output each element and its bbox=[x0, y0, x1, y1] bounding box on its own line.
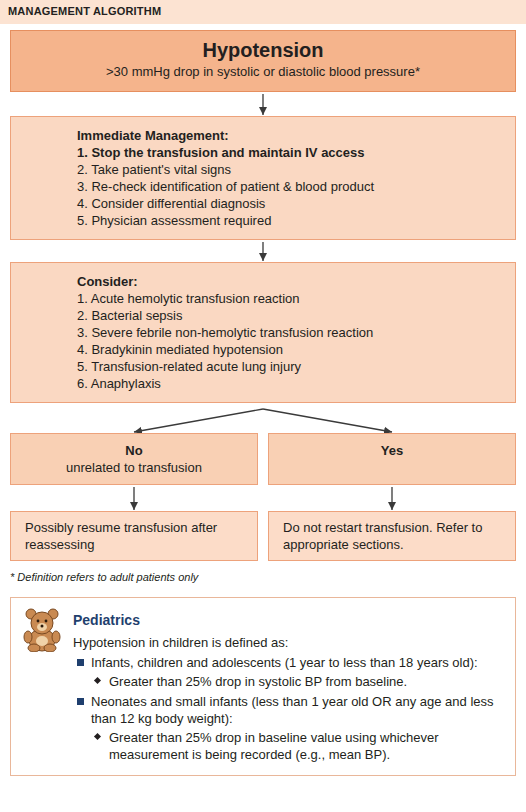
text-line: Do not restart transfusion. Refer to app… bbox=[283, 519, 505, 553]
box-text: >30 mmHg drop in systolic or diastolic b… bbox=[106, 64, 420, 79]
box-heading: Do not restart transfusion. Refer to app… bbox=[283, 520, 482, 552]
text-line: 5. Transfusion-related acute lung injury bbox=[77, 358, 503, 375]
box-text: 3. Severe febrile non-hemolytic transfus… bbox=[77, 325, 373, 340]
box-text: 6. Anaphylaxis bbox=[77, 376, 161, 391]
box-text: Neonates and small infants (less than 1 … bbox=[91, 694, 494, 726]
text-line: Consider: bbox=[77, 273, 503, 290]
teddy-bear-icon bbox=[19, 606, 65, 652]
box-heading: Immediate Management: bbox=[77, 128, 229, 143]
text-line: Hypotension bbox=[23, 37, 503, 63]
box-text: 4. Bradykinin mediated hypotension bbox=[77, 342, 283, 357]
box-heading: Possibly resume transfusion after reasse… bbox=[25, 520, 217, 552]
text-line: 1. Acute hemolytic transfusion reaction bbox=[77, 290, 503, 307]
text-line: No bbox=[19, 442, 249, 459]
flow-arrow bbox=[262, 94, 263, 115]
box-heading: Yes bbox=[381, 443, 403, 458]
process-box: Immediate Management: 1. Stop the transfu… bbox=[10, 116, 516, 240]
box-heading: Hypotension bbox=[202, 39, 323, 61]
text-line: 3. Severe febrile non-hemolytic transfus… bbox=[77, 324, 503, 341]
process-box: Consider: 1. Acute hemolytic transfusion … bbox=[10, 262, 516, 403]
note-box: PediatricsHypotension in children is def… bbox=[10, 597, 516, 776]
start-box: Hypotension >30 mmHg drop in systolic or … bbox=[10, 30, 516, 92]
box-text: 4. Consider differential diagnosis bbox=[77, 196, 265, 211]
flow-arrow bbox=[391, 487, 392, 510]
box-text: Hypotension in children is defined as: bbox=[73, 635, 288, 650]
box-text: Greater than 25% drop in systolic BP fro… bbox=[109, 674, 407, 689]
text-line: Hypotension in children is defined as: bbox=[73, 634, 501, 651]
box-text: 2. Bacterial sepsis bbox=[77, 308, 183, 323]
flow-arrow bbox=[133, 487, 134, 510]
text-line: 3. Re-check identification of patient & … bbox=[77, 178, 503, 195]
outcome-box: Do not restart transfusion. Refer to app… bbox=[268, 511, 516, 561]
text-line: Infants, children and adolescents (1 yea… bbox=[73, 654, 501, 671]
decision-box: No unrelated to transfusion bbox=[10, 433, 258, 485]
box-heading: No bbox=[125, 443, 142, 458]
text-line: Possibly resume transfusion after reasse… bbox=[25, 519, 247, 553]
text-line: Immediate Management: bbox=[77, 127, 503, 144]
box-heading: Consider: bbox=[77, 274, 138, 289]
square-bullet bbox=[77, 659, 84, 666]
box-text: Infants, children and adolescents (1 yea… bbox=[91, 655, 478, 670]
decision-box: Yes bbox=[268, 433, 516, 485]
text-line: 2. Bacterial sepsis bbox=[77, 307, 503, 324]
box-text: 1. Stop the transfusion and maintain IV … bbox=[77, 145, 365, 160]
box-heading: Pediatrics bbox=[73, 612, 140, 628]
box-text: 5. Physician assessment required bbox=[77, 213, 271, 228]
box-text: 2. Take patient's vital signs bbox=[77, 162, 231, 177]
diamond-bullet bbox=[94, 677, 101, 684]
text-line: Pediatrics bbox=[73, 610, 501, 630]
box-text: unrelated to transfusion bbox=[66, 460, 202, 475]
text-line: Greater than 25% drop in systolic BP fro… bbox=[73, 673, 501, 690]
text-line: 4. Consider differential diagnosis bbox=[77, 195, 503, 212]
text-line: Neonates and small infants (less than 1 … bbox=[73, 693, 501, 727]
text-line: 5. Physician assessment required bbox=[77, 212, 503, 229]
diamond-bullet bbox=[94, 733, 101, 740]
box-text: 3. Re-check identification of patient & … bbox=[77, 179, 374, 194]
text-line: >30 mmHg drop in systolic or diastolic b… bbox=[23, 63, 503, 80]
box-text: 5. Transfusion-related acute lung injury bbox=[77, 359, 301, 374]
text-line: 4. Bradykinin mediated hypotension bbox=[77, 341, 503, 358]
box-text: Greater than 25% drop in baseline value … bbox=[109, 730, 439, 762]
text-line: Yes bbox=[277, 442, 507, 459]
outcome-box: Possibly resume transfusion after reasse… bbox=[10, 511, 258, 561]
diagram-title: MANAGEMENT ALGORITHM bbox=[8, 5, 161, 17]
flow-arrow bbox=[263, 409, 392, 432]
footnote: * Definition refers to adult patients on… bbox=[10, 571, 198, 583]
square-bullet bbox=[77, 698, 84, 705]
flow-arrow bbox=[134, 409, 263, 432]
text-line: 1. Stop the transfusion and maintain IV … bbox=[77, 144, 503, 161]
flow-arrow bbox=[262, 242, 263, 261]
text-line: Greater than 25% drop in baseline value … bbox=[73, 729, 501, 763]
text-line: 6. Anaphylaxis bbox=[77, 375, 503, 392]
text-line: 2. Take patient's vital signs bbox=[77, 161, 503, 178]
text-line: unrelated to transfusion bbox=[19, 459, 249, 476]
box-text: 1. Acute hemolytic transfusion reaction bbox=[77, 291, 300, 306]
